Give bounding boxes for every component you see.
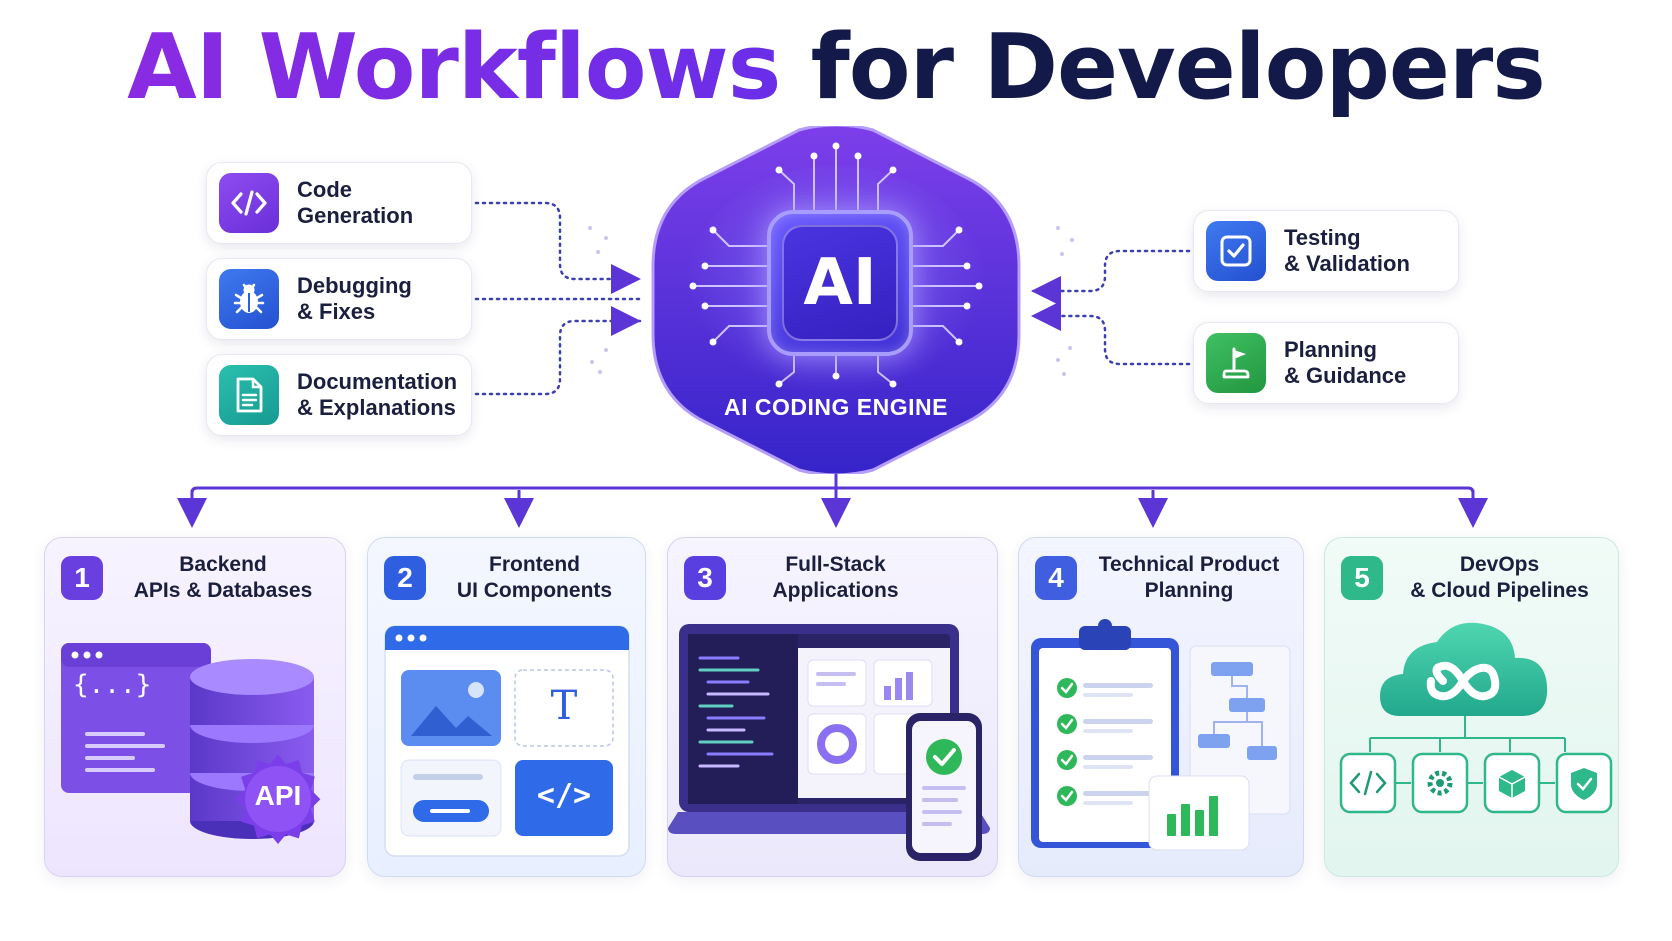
pill-line1: Planning: [1284, 337, 1377, 362]
pill-line2: & Fixes: [297, 299, 376, 324]
checkbox-icon: [1206, 221, 1266, 281]
pill-line1: Testing: [1284, 225, 1361, 250]
bug-icon: [219, 269, 279, 329]
card-title-line1: Backend: [179, 553, 267, 576]
database-api-illustration: [61, 643, 321, 844]
cloud-pipeline-illustration: [1339, 622, 1613, 814]
output-card-frontend: 2 Frontend UI Components T </>: [367, 537, 646, 877]
pill-line2: & Explanations: [297, 395, 456, 420]
ai-chip-text: AI: [782, 225, 898, 341]
card-title-line1: Frontend: [489, 553, 580, 576]
card-title-line2: Planning: [1144, 579, 1234, 602]
card-title-line2: & Cloud Pipelines: [1410, 579, 1589, 602]
code-braces-text: {...}: [73, 670, 152, 700]
engine-label: AI CODING ENGINE: [724, 394, 948, 420]
text-tool-glyph: T: [550, 683, 578, 729]
pill-line2: Generation: [297, 203, 414, 228]
pill-line1: Code: [297, 177, 352, 202]
title-highlight: AI Workflows: [127, 15, 781, 120]
ui-components-illustration: [384, 625, 630, 857]
output-card-devops: 5 DevOps & Cloud Pipelines: [1324, 537, 1619, 877]
card-title-line2: Applications: [772, 579, 899, 602]
title-rest: for Developers: [810, 15, 1546, 120]
flag-icon: [1206, 333, 1266, 393]
input-testing: Testing& Validation: [1193, 210, 1459, 292]
pill-line1: Documentation: [297, 369, 458, 394]
card-number: 1: [61, 556, 103, 600]
card-title-line1: DevOps: [1459, 553, 1540, 576]
ai-coding-engine: AI AI CODING ENGINE: [649, 126, 1023, 474]
pill-line2: & Validation: [1284, 251, 1410, 276]
card-title-line2: APIs & Databases: [133, 579, 313, 602]
pill-line2: & Guidance: [1284, 363, 1407, 388]
ai-chip: AI: [767, 210, 913, 356]
clipboard-flowchart-illustration: [1031, 619, 1291, 851]
card-title-line1: Technical Product: [1098, 553, 1280, 576]
code-component-glyph: </>: [536, 778, 592, 813]
input-documentation: Documentation& Explanations: [206, 354, 472, 436]
card-number: 5: [1341, 556, 1383, 600]
card-number: 3: [684, 556, 726, 600]
input-planning: Planning& Guidance: [1193, 322, 1459, 404]
card-number: 2: [384, 556, 426, 600]
page-title: AI Workflows for Developers: [0, 18, 1672, 118]
code-icon: [219, 173, 279, 233]
laptop-phone-illustration: [668, 624, 990, 861]
pill-line1: Debugging: [297, 273, 412, 298]
input-debugging: Debugging& Fixes: [206, 258, 472, 340]
api-badge: API: [254, 780, 302, 811]
card-title-line1: Full-Stack: [785, 553, 886, 576]
card-title-line2: UI Components: [456, 579, 613, 602]
card-number: 4: [1035, 556, 1077, 600]
document-icon: [219, 365, 279, 425]
